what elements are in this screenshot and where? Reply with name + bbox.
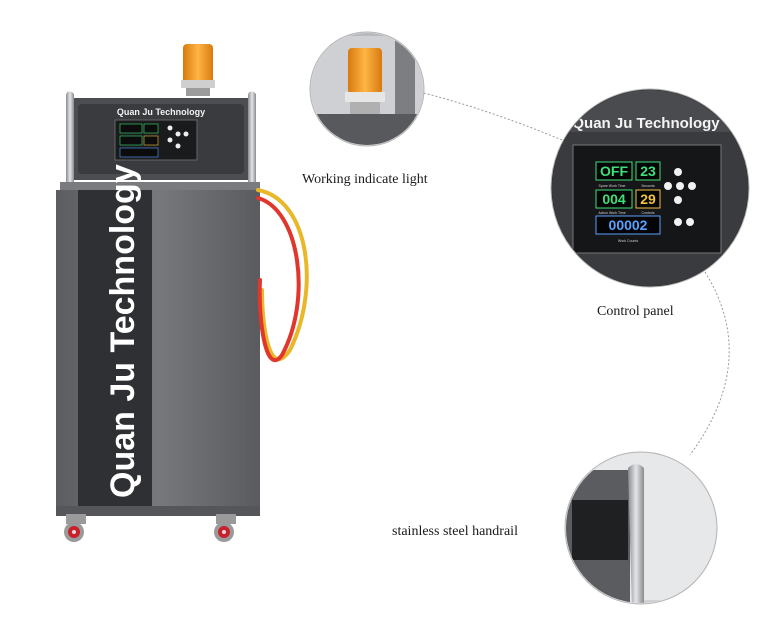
right-handrail bbox=[248, 91, 256, 190]
zoom-handrail bbox=[564, 451, 718, 605]
display1-right: 23 bbox=[640, 163, 656, 179]
hoses bbox=[256, 188, 309, 363]
left-handrail bbox=[66, 91, 74, 190]
label-work-counts: Work Counts bbox=[618, 239, 638, 243]
caption-control-panel: Control panel bbox=[597, 304, 674, 319]
vertical-brand-text: Quan Ju Technology bbox=[104, 164, 142, 498]
head-brand-text: Quan Ju Technology bbox=[117, 107, 205, 117]
zoom-brand-text: Quan Ju Technology bbox=[572, 115, 720, 132]
beacon-light bbox=[181, 44, 215, 96]
label-seconds: Seconds bbox=[641, 184, 655, 188]
wheels bbox=[64, 514, 236, 542]
display1-left: OFF bbox=[600, 163, 628, 179]
label-spare-work-time: Spare Work Time bbox=[599, 184, 626, 188]
label-controls: Controls bbox=[641, 211, 654, 215]
machine-control-panel bbox=[114, 119, 198, 161]
label-action-work-time: Action Work Time bbox=[598, 211, 625, 215]
machine: Quan Ju Technology Quan Ju Technology bbox=[56, 44, 309, 542]
zoom-control-panel: Quan Ju Technology OFF 23 Spare Work Tim… bbox=[550, 88, 750, 288]
display2-right: 29 bbox=[640, 191, 656, 207]
zoom-beacon bbox=[309, 31, 425, 147]
caption-working-light: Working indicate light bbox=[302, 172, 428, 187]
display2-left: 004 bbox=[602, 191, 626, 207]
connector-lines bbox=[419, 91, 730, 456]
caption-handrail: stainless steel handrail bbox=[392, 524, 518, 539]
panel-buttons bbox=[664, 168, 696, 226]
display3: 00002 bbox=[609, 217, 648, 233]
